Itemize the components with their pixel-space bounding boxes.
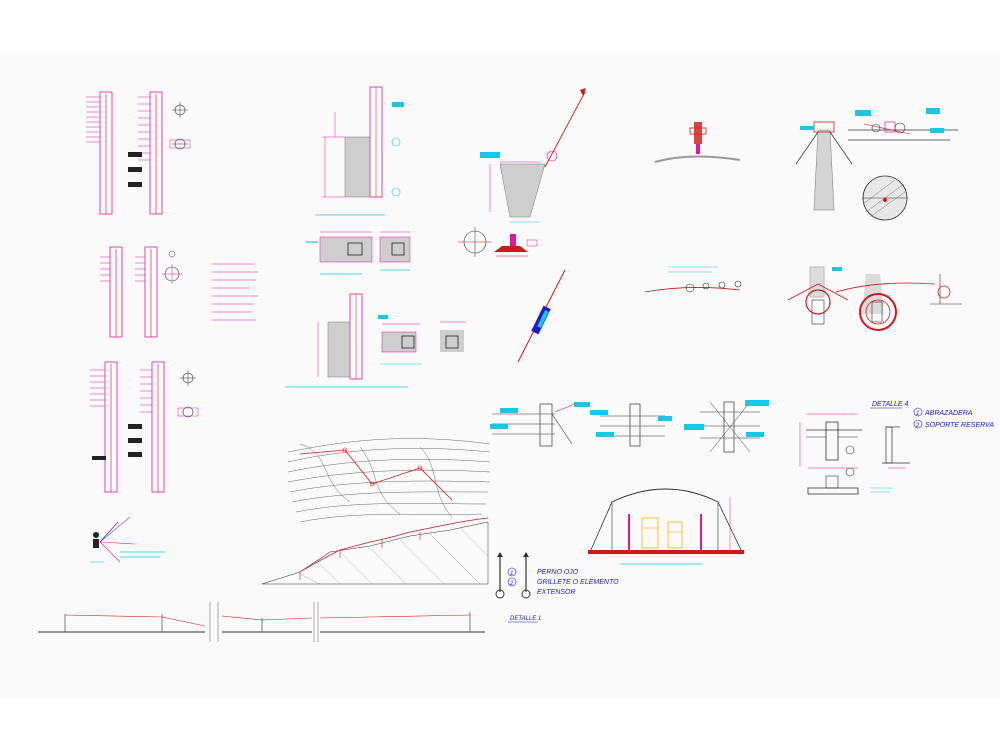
drawing-sheet: DETALLE 4 1 ABRAZADERA 2 SOPORTE RESERVA — [0, 52, 1000, 697]
soporte-reserva-label: SOPORTE RESERVA — [925, 422, 994, 429]
guy-anchor-section — [480, 88, 586, 223]
crossarm-set-2 — [590, 403, 672, 447]
callout-1-circle — [913, 407, 923, 417]
extensor-label: EXTENSOR — [537, 589, 576, 596]
conductor-section-circle — [862, 175, 908, 221]
transformer-structure — [588, 488, 744, 565]
anchor-plate-detail — [458, 227, 538, 257]
pole-crossarm-detail — [795, 121, 853, 211]
grillete-label: GRILLETE O ELEMENTO — [537, 579, 619, 586]
insulator-string-detail — [848, 108, 958, 141]
callout-1-number: 1 — [916, 411, 919, 417]
perno-ojo-label: PERNO OJO — [537, 569, 579, 576]
cad-canvas: DETALLE 4 1 ABRAZADERA 2 SOPORTE RESERVA — [38, 86, 994, 642]
detalle-4-detail — [799, 413, 910, 495]
eye-bolt-detail — [495, 552, 531, 599]
callout-2-number-b: 2 — [509, 581, 514, 587]
crossarm-set-3 — [684, 400, 769, 453]
turnbuckle-detail — [517, 269, 566, 363]
line-profile-strip — [38, 602, 485, 642]
callout-2-number: 2 — [915, 423, 920, 429]
callout-2-circle-b — [507, 577, 517, 587]
callout-1-number-b: 1 — [510, 571, 513, 577]
cable-splice-strip — [644, 266, 742, 293]
detalle-1-title: DETALLE 1 — [510, 616, 541, 622]
rod-section-a — [315, 86, 404, 216]
pole-ring-clamp-detail — [787, 266, 962, 331]
terrain-profile — [261, 517, 489, 585]
crossarm-set-1 — [490, 402, 590, 447]
detalle-4-title: DETALLE 4 — [872, 401, 909, 408]
pole-schedule-middle — [100, 246, 258, 338]
pole-schedule-bottom — [90, 361, 199, 493]
callout-2-circle — [913, 419, 923, 429]
callout-1-circle-b — [507, 567, 517, 577]
rod-connector-a — [306, 231, 411, 275]
compass-symbol — [90, 516, 165, 563]
rod-section-b — [285, 293, 466, 388]
pole-schedule-top — [86, 91, 191, 215]
abrazadera-label: ABRAZADERA — [924, 410, 973, 417]
terrain-contour-plan — [287, 438, 491, 523]
top-clamp-detail — [654, 122, 741, 163]
